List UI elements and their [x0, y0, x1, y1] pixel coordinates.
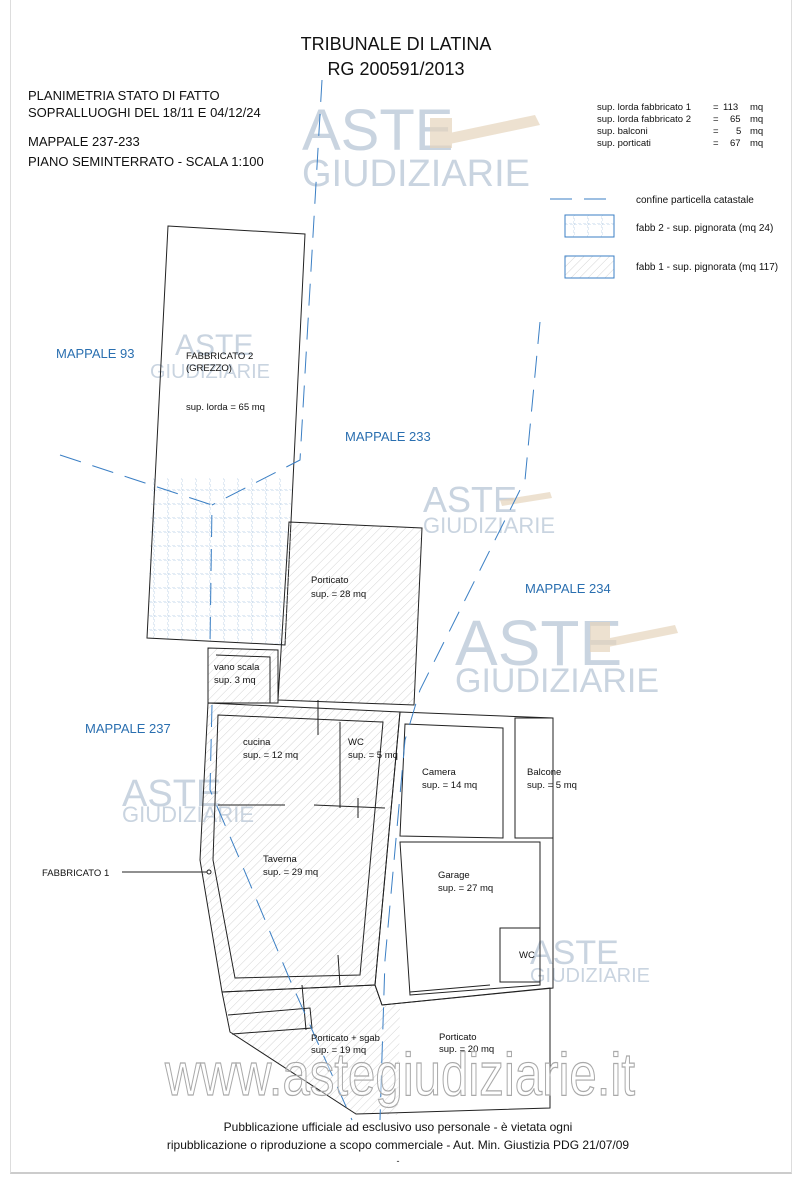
mappale-93: MAPPALE 93	[56, 346, 135, 361]
info-line-1: PLANIMETRIA STATO DI FATTO	[28, 88, 220, 103]
watermark-aste-1: ASTE GIUDIZIARIE	[302, 98, 540, 195]
info-line-4: PIANO SEMINTERRATO - SCALA 1:100	[28, 154, 264, 169]
svg-text:mq: mq	[750, 126, 763, 137]
svg-text:mq: mq	[750, 114, 763, 125]
svg-text:WC: WC	[519, 950, 535, 961]
gavel-icon	[590, 622, 678, 652]
svg-text:GIUDIZIARIE: GIUDIZIARIE	[150, 361, 270, 383]
mappale-234: MAPPALE 234	[525, 581, 611, 596]
porticato-top	[277, 521, 423, 706]
fabbricato-1-left	[199, 700, 401, 993]
fabbricato-1-callout: FABBRICATO 1	[42, 868, 212, 879]
svg-text:(GREZZO): (GREZZO)	[186, 363, 232, 374]
svg-text:113: 113	[723, 102, 738, 113]
svg-text:ASTE: ASTE	[530, 934, 619, 972]
svg-text:ASTE: ASTE	[175, 329, 253, 362]
svg-text:mq: mq	[750, 102, 763, 113]
porticati-bottom	[221, 984, 551, 1115]
room-labels: FABBRICATO 2 (GREZZO) sup. lorda = 65 mq…	[186, 351, 577, 1056]
svg-text:Taverna: Taverna	[263, 854, 298, 865]
svg-text:sup. = 29 mq: sup. = 29 mq	[263, 867, 318, 878]
gavel-icon	[430, 115, 540, 148]
svg-text:sup. 3 mq: sup. 3 mq	[214, 675, 256, 686]
svg-text:fabb 1 - sup. pignorata (mq 11: fabb 1 - sup. pignorata (mq 117)	[636, 262, 778, 273]
vano-scala	[207, 647, 279, 704]
fabbricato-2	[146, 225, 306, 646]
page-frame	[10, 0, 792, 1174]
svg-text:=: =	[713, 102, 719, 113]
svg-text:confine particella catastale: confine particella catastale	[636, 195, 754, 206]
footer-line-1: Pubblicazione ufficiale ad esclusivo uso…	[224, 1120, 573, 1134]
svg-text:fabb 2 - sup. pignorata (mq 24: fabb 2 - sup. pignorata (mq 24)	[636, 223, 773, 234]
svg-text:sup. = 27 mq: sup. = 27 mq	[438, 883, 493, 894]
svg-text:=: =	[713, 114, 719, 125]
svg-text:sup. = 28 mq: sup. = 28 mq	[311, 589, 366, 600]
svg-text:65: 65	[730, 114, 741, 125]
svg-text:Porticato: Porticato	[311, 575, 349, 586]
mappale-237: MAPPALE 237	[85, 721, 171, 736]
info-line-3: MAPPALE 237-233	[28, 134, 140, 149]
svg-text:Porticato + sgab: Porticato + sgab	[311, 1033, 380, 1044]
watermark-aste-2: ASTE GIUDIZIARIE	[150, 329, 270, 383]
svg-text:=: =	[713, 126, 719, 137]
svg-text:FABBRICATO 1: FABBRICATO 1	[42, 868, 109, 879]
svg-text:sup. = 14 mq: sup. = 14 mq	[422, 780, 477, 791]
confine-particella-lines	[59, 79, 541, 1121]
svg-text:WC: WC	[348, 737, 364, 748]
svg-text:Porticato: Porticato	[439, 1032, 477, 1043]
fabbricato-1-right	[374, 711, 554, 1006]
mappale-233: MAPPALE 233	[345, 429, 431, 444]
svg-text:cucina: cucina	[243, 737, 271, 748]
svg-text:sup. lorda = 65 mq: sup. lorda = 65 mq	[186, 402, 265, 413]
legend: confine particella catastale fabb 2 - su…	[550, 195, 778, 279]
svg-text:mq: mq	[750, 138, 763, 149]
svg-text:sup. = 5 mq: sup. = 5 mq	[348, 750, 398, 761]
surface-summary: sup. lorda fabbricato 1 = 113 mq sup. lo…	[597, 102, 763, 149]
svg-text:sup. lorda fabbricato 2: sup. lorda fabbricato 2	[597, 114, 691, 125]
svg-text:Camera: Camera	[422, 767, 457, 778]
footer-mark: -	[397, 1156, 400, 1166]
svg-text:sup. = 20 mq: sup. = 20 mq	[439, 1044, 494, 1055]
svg-text:sup. = 12 mq: sup. = 12 mq	[243, 750, 298, 761]
svg-text:sup. porticati: sup. porticati	[597, 138, 651, 149]
watermark-aste-4: ASTE GIUDIZIARIE	[455, 607, 678, 700]
watermark-aste-3: ASTE GIUDIZIARIE	[423, 479, 555, 538]
watermark-aste-6: ASTE GIUDIZIARIE	[530, 934, 650, 987]
svg-text:ASTE: ASTE	[423, 479, 517, 520]
svg-text:vano scala: vano scala	[214, 662, 260, 673]
svg-text:GIUDIZIARIE: GIUDIZIARIE	[455, 662, 659, 700]
svg-text:GIUDIZIARIE: GIUDIZIARIE	[302, 153, 530, 195]
svg-text:Garage: Garage	[438, 870, 470, 881]
rg-number: RG 200591/2013	[327, 59, 464, 79]
svg-text:Balcone: Balcone	[527, 767, 561, 778]
svg-text:GIUDIZIARIE: GIUDIZIARIE	[530, 965, 650, 987]
title: TRIBUNALE DI LATINA	[301, 34, 492, 54]
svg-text:67: 67	[730, 138, 741, 149]
svg-text:sup. = 19 mq: sup. = 19 mq	[311, 1045, 366, 1056]
watermark-url: www.astegiudiziarie.it	[164, 1041, 635, 1108]
svg-text:5: 5	[736, 126, 741, 137]
svg-text:=: =	[713, 138, 719, 149]
gavel-icon	[500, 492, 552, 506]
info-line-2: SOPRALLUOGHI DEL 18/11 E 04/12/24	[28, 105, 261, 120]
svg-text:sup. lorda fabbricato 1: sup. lorda fabbricato 1	[597, 102, 691, 113]
footer-line-2: ripubblicazione o riproduzione a scopo c…	[167, 1138, 630, 1152]
svg-text:GIUDIZIARIE: GIUDIZIARIE	[423, 513, 555, 538]
svg-text:ASTE: ASTE	[302, 98, 454, 163]
svg-text:sup. balconi: sup. balconi	[597, 126, 648, 137]
svg-text:FABBRICATO 2: FABBRICATO 2	[186, 351, 253, 362]
svg-text:sup. = 5 mq: sup. = 5 mq	[527, 780, 577, 791]
